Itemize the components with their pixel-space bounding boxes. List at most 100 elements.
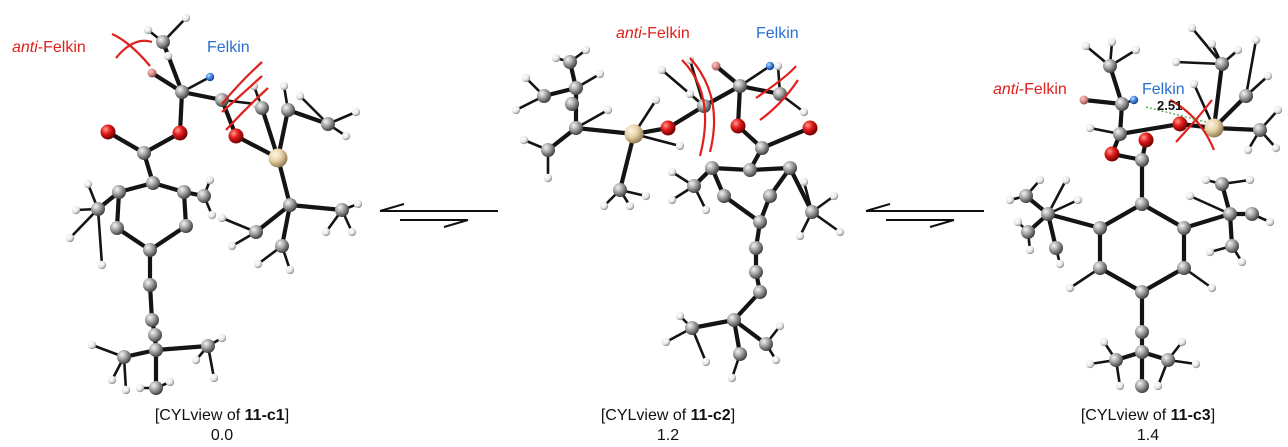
- carbon-atom: [1135, 285, 1149, 299]
- hydrogen-atom: [1245, 175, 1255, 185]
- hydrogen-atom: [209, 373, 219, 383]
- carbon-atom: [1115, 97, 1129, 111]
- bond: [287, 202, 345, 213]
- hydrogen-atom: [543, 173, 553, 183]
- hydrogen-atom: [87, 340, 97, 350]
- carbon-atom: [687, 179, 701, 193]
- silicon-atom: [624, 124, 644, 144]
- carbon-atom: [759, 337, 773, 351]
- hydrogen-atom: [321, 227, 331, 237]
- carbon-atom: [1135, 325, 1149, 339]
- carbon-atom: [137, 146, 151, 160]
- anti-felkin-label-3: anti-Felkin: [993, 81, 1067, 98]
- bond: [1244, 38, 1258, 98]
- hydrogen-atom: [685, 89, 695, 99]
- carbon-atom: [1245, 207, 1259, 221]
- bond: [721, 193, 763, 225]
- hydrogen-atom: [581, 45, 591, 55]
- carbon-atom: [749, 241, 763, 255]
- hydrogen-atom: [1271, 143, 1281, 153]
- hydrogen-atom: [511, 105, 521, 115]
- oxygen-atom: [802, 120, 818, 136]
- hydrogen-atom: [1073, 195, 1083, 205]
- hydrogen-atom: [217, 213, 227, 223]
- hydrogen-atom: [701, 357, 711, 367]
- hydrogen-atom: [1237, 257, 1247, 267]
- hydrogen-atom: [181, 13, 191, 23]
- hydrogen-atom: [121, 385, 131, 395]
- energy-1: 0.0: [211, 427, 233, 444]
- silicon-atom: [268, 148, 288, 168]
- anti-felkin-label-1: anti-Felkin: [12, 39, 86, 56]
- carbon-atom: [110, 221, 124, 235]
- hydrogen-atom: [1115, 381, 1125, 391]
- hydrogen-atom: [285, 265, 295, 275]
- hydrogen-atom: [1251, 35, 1261, 45]
- carbon-atom: [569, 121, 583, 135]
- bond: [1139, 265, 1187, 295]
- felkin-label-2: Felkin: [756, 25, 799, 42]
- carbon-atom: [569, 81, 583, 95]
- carbon-atom: [1223, 207, 1237, 221]
- hydrogen-atom: [551, 53, 561, 63]
- carbon-atom: [1177, 221, 1191, 235]
- hydrogen-atom: [1187, 23, 1197, 33]
- oxygen-atom: [711, 61, 721, 71]
- carbon-atom: [179, 219, 193, 233]
- equilibrium-arrow-1: [379, 203, 498, 228]
- carbon-atom: [91, 202, 105, 216]
- oxygen-atom: [147, 68, 157, 78]
- hydrogen-atom: [1201, 175, 1211, 185]
- carbon-atom: [281, 103, 295, 117]
- silicon-atom: [1204, 118, 1224, 138]
- carbon-atom: [275, 239, 289, 253]
- hydrogen-atom: [1081, 41, 1091, 51]
- carbon-atom: [201, 339, 215, 353]
- hydrogen-atom: [217, 333, 227, 343]
- hydrogen-atom: [71, 205, 81, 215]
- hydrogen-atom: [799, 107, 809, 117]
- hydrogen-atom: [1055, 259, 1065, 269]
- hydrogen-atom: [771, 355, 781, 365]
- bond: [1097, 201, 1145, 231]
- carbon-atom: [1041, 207, 1055, 221]
- carbon-atom: [335, 203, 349, 217]
- steric-clash-marks: [111, 32, 1216, 157]
- hydrogen-atom: [1205, 247, 1215, 257]
- hydrogen-atom: [519, 135, 529, 145]
- carbon-atom: [117, 350, 131, 364]
- carbon-atom: [1135, 197, 1149, 211]
- carbon-atom: [149, 343, 163, 357]
- equilibrium-arrow-2: [865, 203, 984, 228]
- hydrogen-atom: [1263, 71, 1273, 81]
- carbon-atom: [1093, 221, 1107, 235]
- carbon-atom: [749, 265, 763, 279]
- carbon-atom: [541, 143, 555, 157]
- hydrogen-atom: [1177, 337, 1187, 347]
- carbon-atom: [1215, 177, 1229, 191]
- oxygen-atom: [1172, 116, 1188, 132]
- carbon-atom: [215, 93, 229, 107]
- oxygen-atom: [660, 120, 676, 136]
- hydrogen-atom: [1273, 105, 1283, 115]
- hydrogen-atom: [599, 201, 609, 211]
- carbon-atom: [283, 198, 297, 212]
- hydrogen-atom: [1013, 217, 1023, 227]
- hydrogen-atom: [295, 91, 305, 101]
- hydrogen-atom: [661, 337, 671, 347]
- hydrogen-atom: [107, 375, 117, 385]
- carbon-atom: [563, 55, 577, 69]
- carbon-atom: [753, 215, 767, 229]
- caption-2: [CYLview of 11-c2]: [601, 407, 735, 424]
- hydrogen-atom: [1099, 337, 1109, 347]
- hydrogen-atom: [191, 355, 201, 365]
- hydrogen-atom: [97, 260, 107, 270]
- oxygen-atom: [172, 125, 188, 141]
- hydrogen-atom: [1265, 217, 1275, 227]
- carbon-atom: [1225, 239, 1239, 253]
- molecule-11-c3: [1005, 23, 1283, 393]
- hydrogen-atom: [1131, 45, 1141, 55]
- hydrogen-atom: [1129, 95, 1139, 105]
- hydrogen-atom: [205, 72, 215, 82]
- carbon-atom: [1135, 345, 1149, 359]
